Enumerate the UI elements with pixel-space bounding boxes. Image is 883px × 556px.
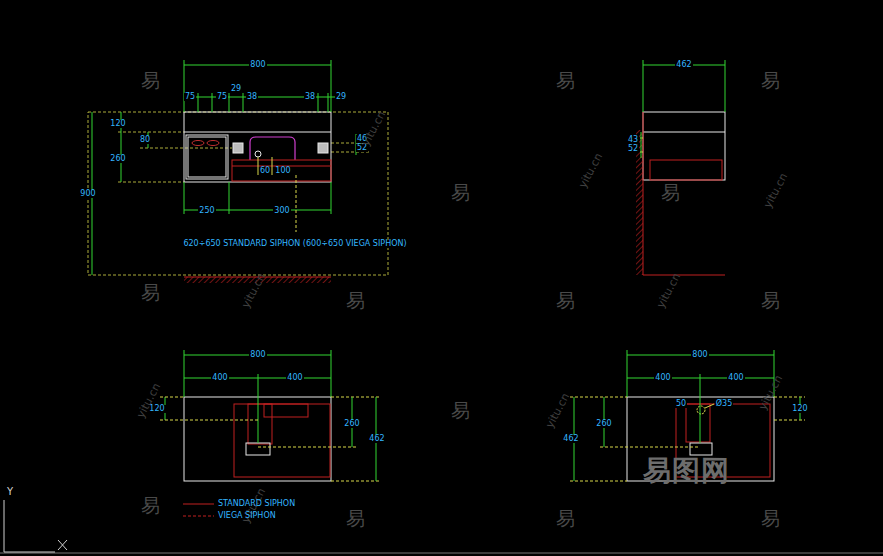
watermark: 易 xyxy=(451,183,470,202)
dimension-value: 260 xyxy=(343,420,360,428)
watermark-url: yitu.cn xyxy=(655,271,682,309)
dimension-value: 43 xyxy=(627,136,639,144)
dimension-value: 38 xyxy=(246,93,258,101)
watermark: 易 xyxy=(556,71,575,90)
dimension-value: 38 xyxy=(304,93,316,101)
watermark: 易 xyxy=(761,71,780,90)
watermark: 易 xyxy=(346,291,365,310)
dimension-value: 29 xyxy=(230,85,242,93)
dimension-value: 60 xyxy=(259,167,271,175)
dimension-value: 120 xyxy=(109,120,126,128)
watermark-url: yitu.cn xyxy=(544,391,571,429)
dimension-value: 52 xyxy=(627,145,639,153)
watermark-logo: 易图网 xyxy=(643,457,730,485)
watermark-url: yitu.cn xyxy=(762,171,789,209)
axis-label: Y xyxy=(7,487,13,497)
dimension-value: 400 xyxy=(654,374,671,382)
dimension-value: 462 xyxy=(368,435,385,443)
dimension-value: 250 xyxy=(198,207,215,215)
dimension-value: 75 xyxy=(216,93,228,101)
watermark: 易 xyxy=(556,509,575,528)
dimension-value: 80 xyxy=(139,136,151,144)
dimension-value: 400 xyxy=(211,374,228,382)
dimension-value: 29 xyxy=(335,93,347,101)
dimension-value: 800 xyxy=(249,351,266,359)
dimension-value: 462 xyxy=(562,435,579,443)
watermark: 易 xyxy=(761,291,780,310)
watermark: 易 xyxy=(556,291,575,310)
watermark-url: yitu.cn xyxy=(757,373,784,411)
dimension-value: 800 xyxy=(249,61,266,69)
dimension-value: 120 xyxy=(791,405,808,413)
watermark: 易 xyxy=(141,496,160,515)
legend-sample xyxy=(183,516,214,517)
watermark-url: yitu.cn xyxy=(360,109,387,147)
dimension-value: 900 xyxy=(79,190,96,198)
watermark: 易 xyxy=(346,509,365,528)
dimension-value: 800 xyxy=(691,351,708,359)
dimension-value: 75 xyxy=(184,93,196,101)
legend-sample xyxy=(183,504,214,505)
watermark-url: yitu.cn xyxy=(577,151,604,189)
dimension-value: 50 xyxy=(675,400,687,408)
dimension-value: Ø35 xyxy=(715,400,733,408)
dimension-value: 462 xyxy=(675,61,692,69)
dimension-value: 260 xyxy=(109,155,126,163)
dimension-value: 100 xyxy=(274,167,291,175)
watermark-url: yitu.cn xyxy=(135,381,162,419)
watermark: 易 xyxy=(141,71,160,90)
dimension-value: 260 xyxy=(595,420,612,428)
dimension-value: 400 xyxy=(727,374,744,382)
note: 620÷650 STANDARD SIPHON (600÷650 VIEGA S… xyxy=(182,240,407,248)
dimension-value: 300 xyxy=(273,207,290,215)
watermark: 易 xyxy=(661,183,680,202)
watermark: 易 xyxy=(141,283,160,302)
watermark: 易 xyxy=(451,401,470,420)
dimension-value: 400 xyxy=(286,374,303,382)
legend-text: STANDARD SIPHON xyxy=(218,500,295,508)
legend-text: VIEGA SIPHON xyxy=(218,512,276,520)
watermark: 易 xyxy=(761,509,780,528)
